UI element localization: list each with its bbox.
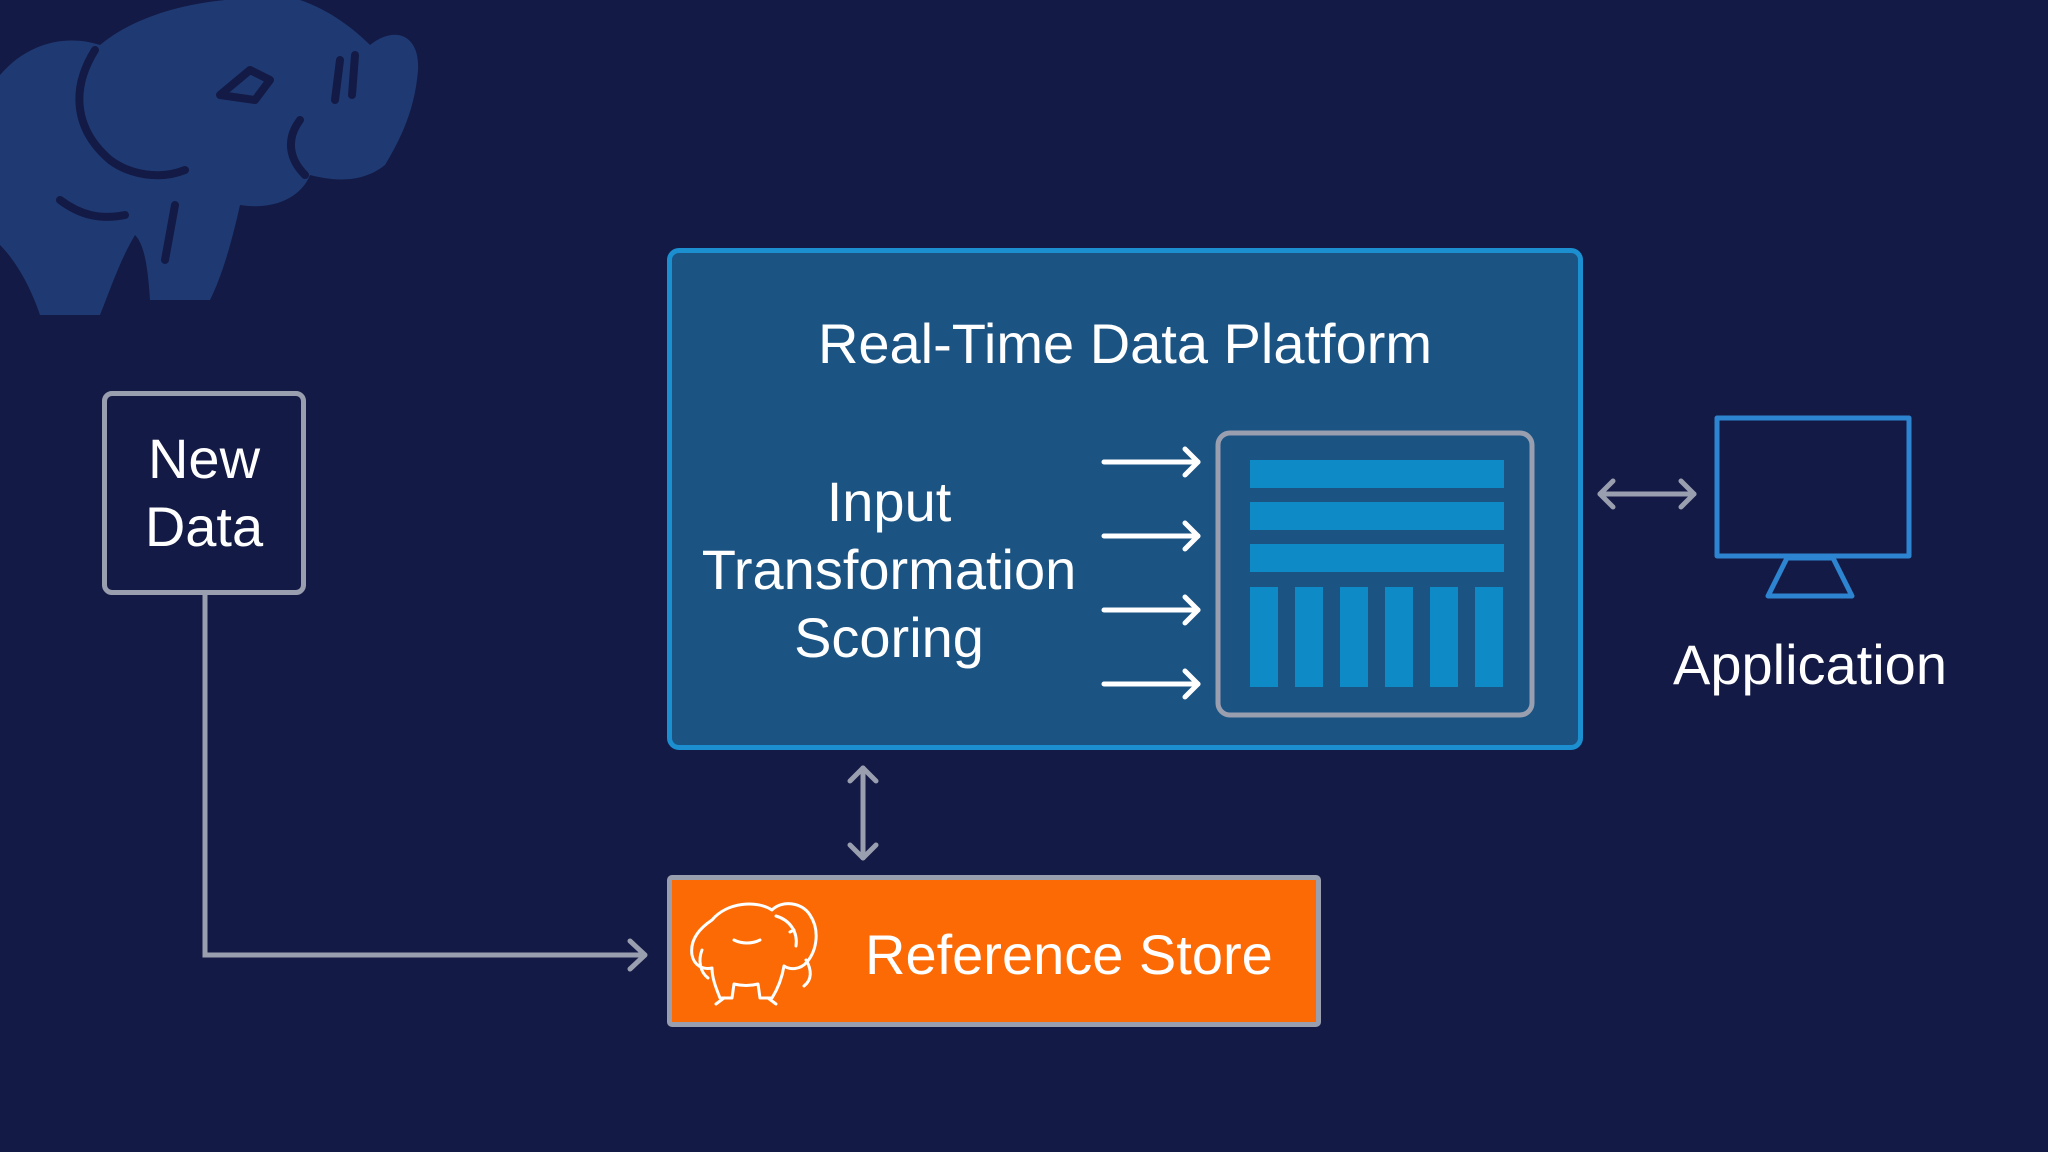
platform-store-double-arrow [847,765,879,861]
new-data-label-line1: New [147,427,261,490]
monitor-icon [1714,415,1912,599]
platform-application-double-arrow [1597,478,1697,510]
platform-internals [1101,430,1535,718]
step-scoring: Scoring [794,606,984,669]
hadoop-elephant-icon [690,902,818,1006]
step-transformation: Transformation [701,538,1077,601]
reference-store-node: Reference Store [667,875,1321,1027]
new-data-node: New Data [102,391,306,595]
application-label: Application [1673,633,1947,696]
new-data-label-line2: Data [144,495,264,558]
platform-input-arrows [1101,446,1201,700]
platform-steps: Input Transformation Scoring [672,468,1106,672]
platform-title: Real-Time Data Platform [817,312,1433,375]
reference-store-label: Reference Store [865,923,1273,986]
step-input: Input [826,470,952,533]
elephant-watermark-icon [0,0,419,315]
table-grid-icon [1215,430,1535,718]
real-time-data-platform-node: Real-Time Data Platform Input Transforma… [667,248,1583,750]
new-data-to-store-arrowhead [627,938,648,972]
new-data-to-store-connector [202,595,645,958]
